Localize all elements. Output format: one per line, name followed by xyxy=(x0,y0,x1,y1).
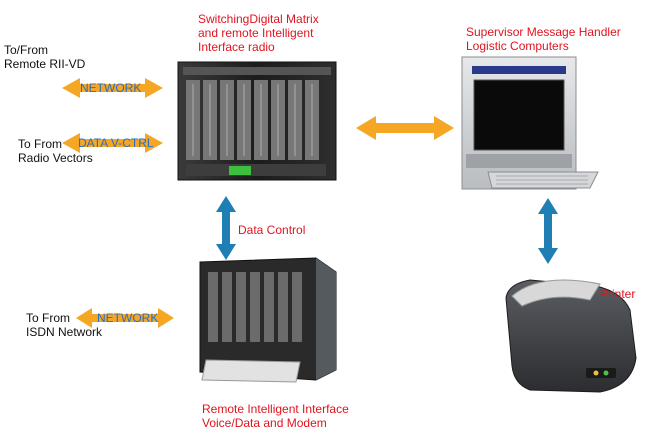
radio-vectors-label: To From Radio Vectors xyxy=(18,137,93,165)
data-control-label: Data Control xyxy=(238,223,306,237)
rii-title-line-1: Remote Intelligent Interface xyxy=(202,402,349,416)
supervisor-title-line-1: Supervisor Message Handler xyxy=(466,25,621,39)
data-control-arrow xyxy=(216,196,236,260)
radio-vectors-line-1: To From xyxy=(18,137,63,151)
matrix-title-line-1: SwitchingDigital Matrix xyxy=(198,12,319,26)
remote-intelligent-interface-server xyxy=(199,257,337,383)
rii-title: Remote Intelligent Interface Voice/Data … xyxy=(202,402,349,430)
isdn-line-1: To From xyxy=(26,311,71,325)
supervisor-title-line-2: Logistic Computers xyxy=(466,39,569,53)
remote-rii-line-2: Remote RII-VD xyxy=(4,57,86,71)
radio-vectors-line-2: Radio Vectors xyxy=(18,151,93,165)
matrix-title-line-3: Interface radio xyxy=(198,40,275,54)
data-vctrl-arrow-label: DATA V-CTRL xyxy=(78,136,154,150)
data-vctrl-arrow xyxy=(62,133,163,153)
isdn-line-2: ISDN Network xyxy=(26,325,103,339)
network-arrow-top xyxy=(62,78,163,98)
printer-device xyxy=(505,279,637,393)
network-arrow-bottom xyxy=(76,308,174,328)
switching-matrix-server xyxy=(177,61,337,181)
network-arrow-top-label: NETWORK xyxy=(80,81,142,95)
matrix-title-line-2: and remote Intelligent xyxy=(198,26,314,40)
remote-rii-label: To/From Remote RII-VD xyxy=(4,43,85,71)
network-arrow-bottom-label: NETWORK xyxy=(97,311,159,325)
remote-rii-line-1: To/From xyxy=(4,43,49,57)
supervisor-computer xyxy=(461,56,599,190)
printer-label: Printer xyxy=(600,287,636,301)
printer-link-arrow xyxy=(538,198,558,264)
matrix-supervisor-arrow xyxy=(356,116,454,140)
supervisor-title: Supervisor Message Handler Logistic Comp… xyxy=(466,25,621,53)
rii-title-line-2: Voice/Data and Modem xyxy=(202,416,327,430)
isdn-label: To From ISDN Network xyxy=(26,311,102,339)
matrix-title: SwitchingDigital Matrix and remote Intel… xyxy=(198,12,319,54)
